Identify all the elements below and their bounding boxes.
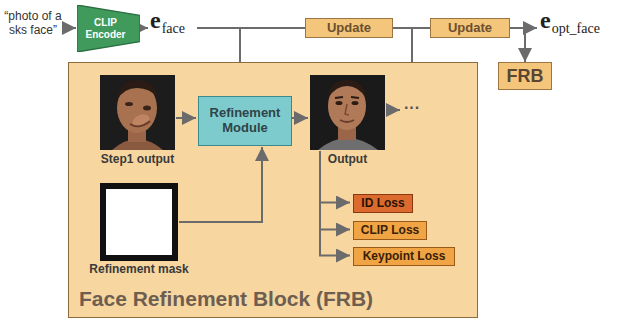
- loss-box: CLIP Loss: [353, 221, 427, 240]
- prompt-text: “photo of a sks face”: [2, 10, 64, 38]
- embedding-subscript: face: [162, 21, 185, 37]
- connector: [393, 27, 430, 29]
- node-label: Update: [327, 21, 371, 36]
- embedding-symbol: e: [540, 7, 551, 35]
- encoder-trapezoid: [77, 5, 140, 52]
- continuation-dots: ···: [402, 99, 422, 117]
- node-label: Refinement Module: [203, 106, 287, 136]
- arrow-line: [66, 27, 76, 29]
- node-label: CLIP Encoder: [80, 17, 131, 40]
- loss-box: ID Loss: [353, 194, 413, 213]
- block-heading: Face Refinement Block (FRB): [79, 287, 373, 311]
- encoder-trapezoid: CLIP Encoder: [77, 5, 140, 52]
- embedding-subscript: opt_face: [552, 21, 600, 37]
- image-caption: Step1 output: [85, 153, 190, 167]
- connector: [510, 28, 525, 62]
- frb-box: FRB: [498, 62, 552, 90]
- node-label: FRB: [507, 66, 544, 87]
- update-box: Update: [430, 18, 510, 38]
- refinement-module: Refinement Module: [198, 96, 292, 146]
- update-box: Update: [305, 18, 393, 38]
- embedding-symbol: e: [150, 7, 161, 35]
- image-caption: Output: [310, 153, 385, 167]
- node-label: Keypoint Loss: [363, 250, 446, 264]
- image-caption: Refinement mask: [74, 263, 204, 277]
- node-label: CLIP Loss: [361, 224, 419, 238]
- node-label: Update: [448, 21, 492, 36]
- embedding-line: [197, 27, 305, 29]
- node-label: ID Loss: [361, 197, 404, 211]
- loss-box: Keypoint Loss: [353, 247, 455, 266]
